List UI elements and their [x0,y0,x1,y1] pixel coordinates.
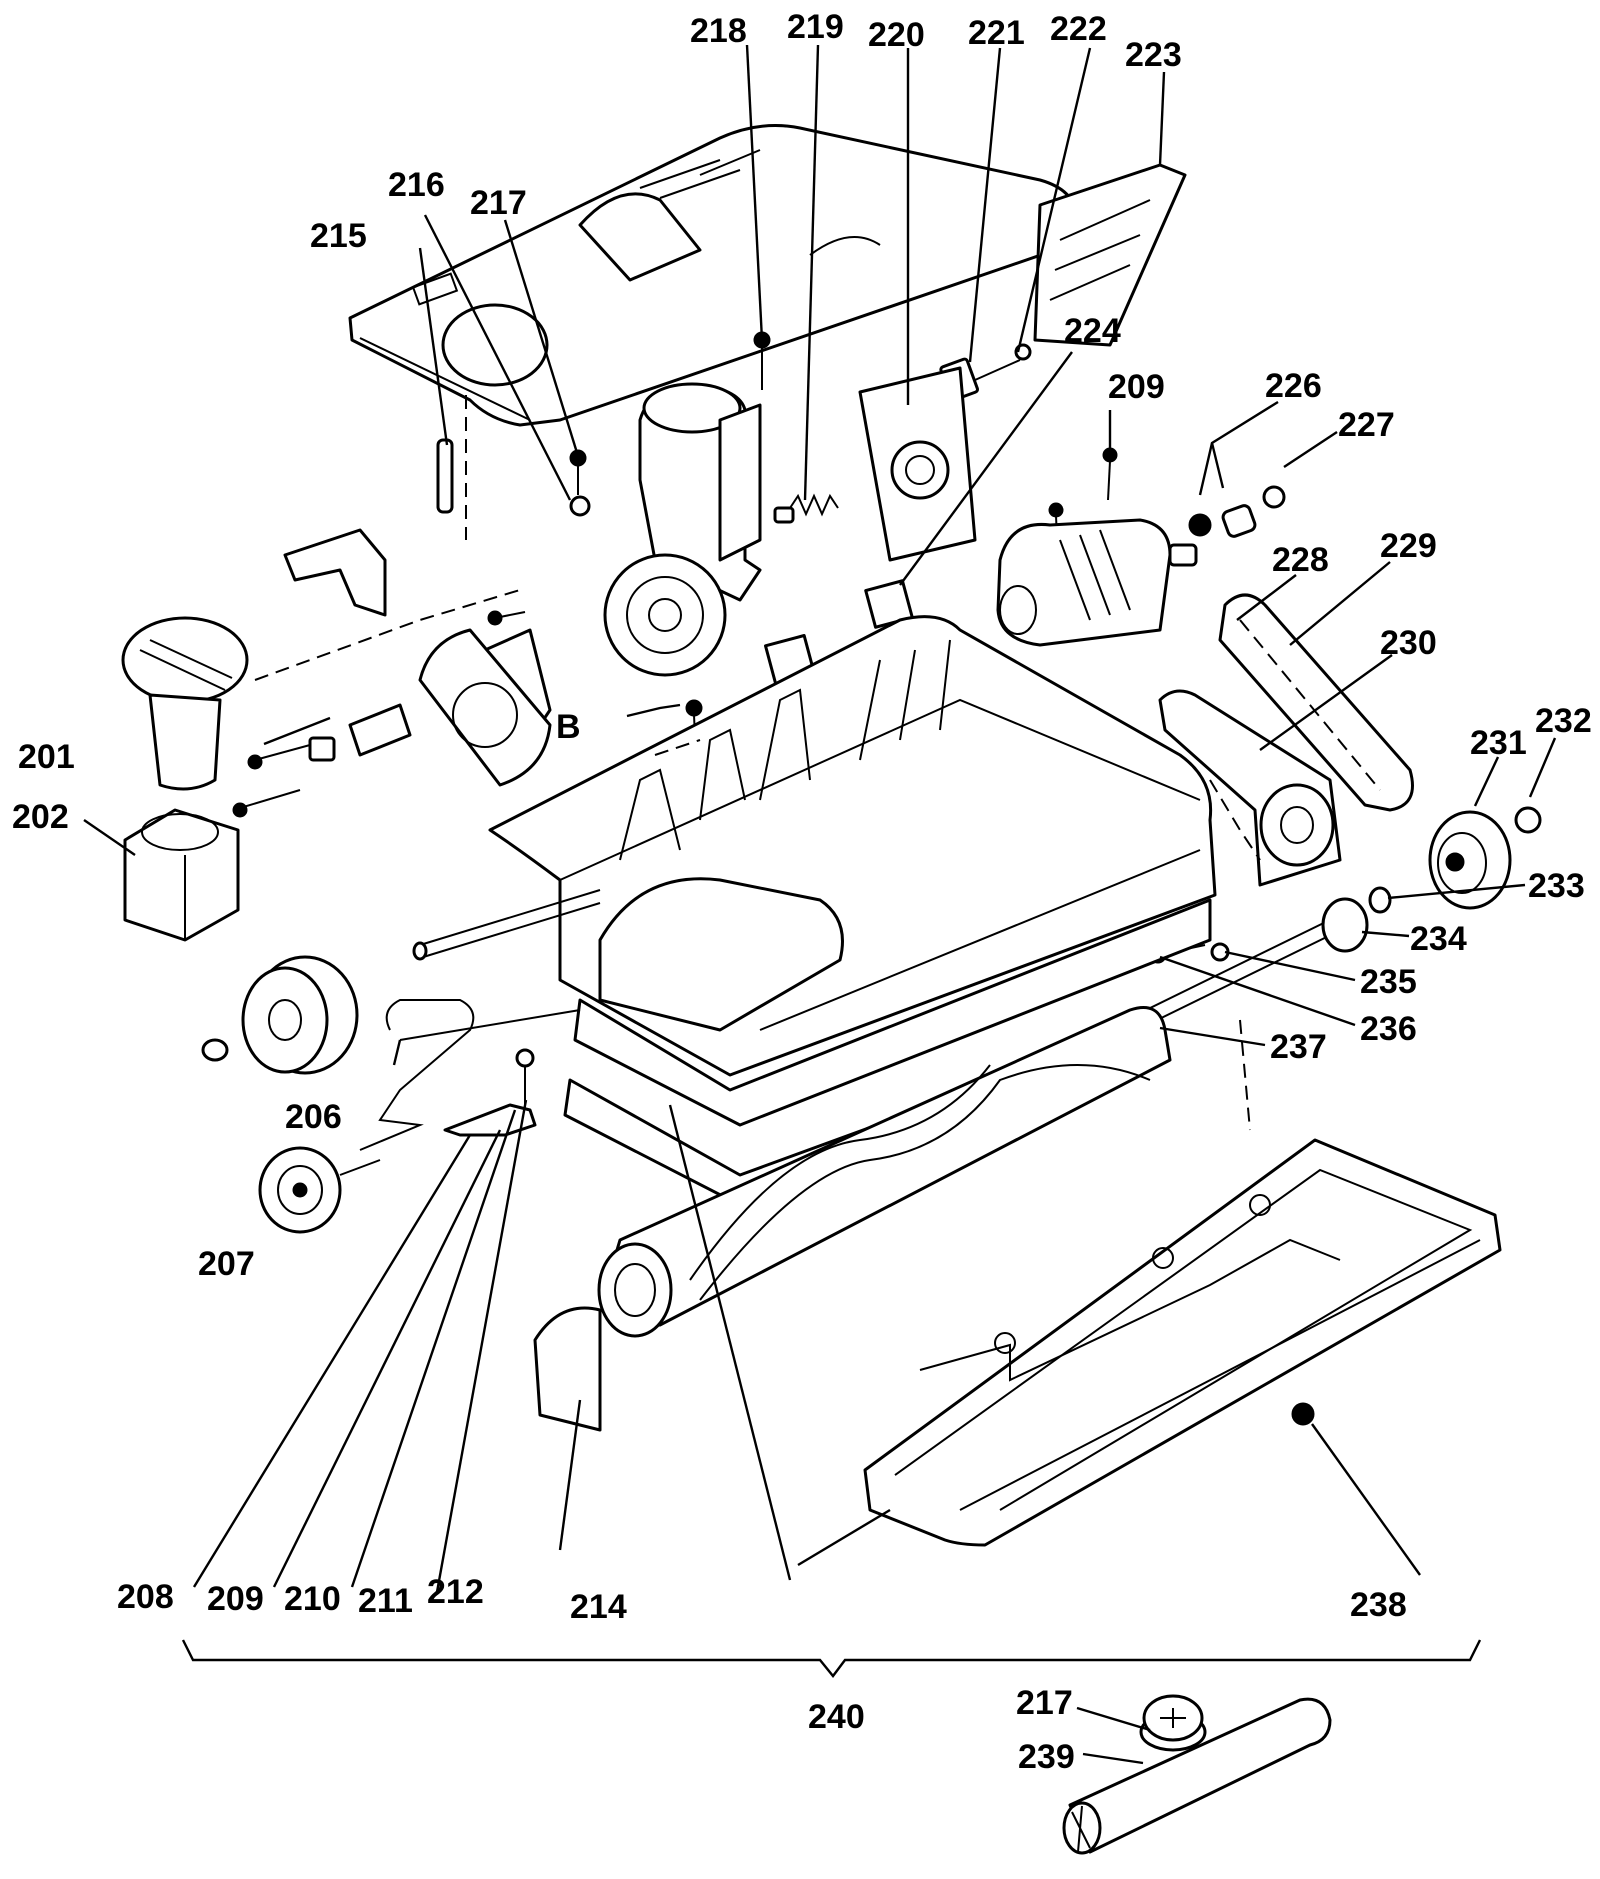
base-housing [488,615,1217,1207]
idler-pulley [1259,783,1335,867]
switch-cover [1033,163,1187,347]
rear-wheel-small [258,1146,381,1234]
label-234: 234 [1410,920,1467,958]
label-231: 231 [1470,724,1527,762]
motor-housing [603,382,762,677]
label-208: 208 [117,1578,174,1616]
label-219: 219 [787,8,844,46]
hood-cover [348,124,1077,427]
label-212: 212 [427,1573,484,1611]
label-233: 233 [1528,867,1585,905]
label-217: 217 [470,184,527,222]
detail-inset [1062,1694,1332,1855]
label-201: 201 [18,738,75,776]
drive-belt [1218,593,1414,812]
label-211: 211 [358,1582,413,1620]
label-221: 221 [968,14,1025,52]
label-229: 229 [1380,527,1437,565]
base-plate [863,1138,1502,1547]
pedal-bracket [443,1103,537,1137]
bracket [283,528,387,617]
gasket-hole [890,440,950,500]
label-214: 214 [570,1588,627,1626]
view-marker-b: B [556,708,581,746]
label-detail-217: 217 [1016,1684,1073,1722]
label-216: 216 [388,166,445,204]
leader-lines [83,44,1557,1765]
label-228: 228 [1272,541,1329,579]
assembly-brace [181,1639,1482,1678]
label-240: 240 [808,1698,865,1736]
label-218: 218 [690,12,747,50]
label-206: 206 [285,1098,342,1136]
label-207: 207 [198,1245,255,1283]
base-screw [1291,1402,1315,1426]
label-238: 238 [1350,1586,1407,1624]
motor [996,485,1286,647]
spring [789,493,839,517]
knob-housing [123,808,240,942]
label-226: 226 [1265,367,1322,405]
motor-end-plate [418,628,552,787]
label-235: 235 [1360,963,1417,1001]
parts-drawing [121,124,1542,1855]
label-210: 210 [284,1580,341,1618]
brush-roll [597,1006,1172,1338]
label-230: 230 [1380,624,1437,662]
label-224: 224 [1064,312,1121,350]
label-209-upper: 209 [1108,368,1165,406]
callout-labels: 201 202 206 207 208 209 210 211 212 214 … [12,8,1592,1776]
label-222: 222 [1050,10,1107,48]
label-209-lower: 209 [207,1580,264,1618]
label-220: 220 [868,16,925,54]
rear-axle [419,889,601,959]
label-223: 223 [1125,36,1182,74]
label-detail-239: 239 [1018,1738,1075,1776]
rear-wheel-large [201,955,359,1075]
label-227: 227 [1338,406,1395,444]
label-215: 215 [310,217,367,255]
label-232: 232 [1535,702,1592,740]
label-202: 202 [12,798,69,836]
label-236: 236 [1360,1010,1417,1048]
end-cap [533,1306,602,1432]
label-237: 237 [1270,1028,1327,1066]
height-knob [121,616,249,791]
